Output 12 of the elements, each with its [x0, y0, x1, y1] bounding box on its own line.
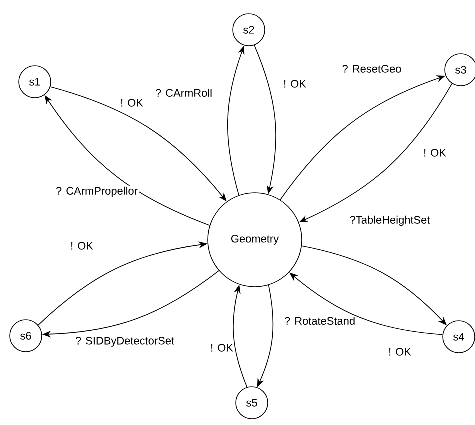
edge-label: ? RotateStand: [283, 316, 357, 326]
edge-label: ? CArmRoll: [154, 88, 214, 98]
edge-label: ! OK: [282, 79, 308, 89]
edge-label: ! OK: [120, 98, 144, 108]
edge-label: ! OK: [70, 241, 94, 251]
edge-label: ? CArmPropellor: [55, 186, 140, 198]
edge-label: ! OK: [210, 343, 234, 353]
edge-label: ! OK: [422, 148, 448, 158]
edge-label: ? ResetGeo: [341, 64, 403, 74]
edge-label: ?TableHeightSet: [348, 214, 432, 228]
edge-label: ? SIDByDetectorSet: [74, 336, 176, 348]
edge-label: ! OK: [388, 347, 412, 357]
